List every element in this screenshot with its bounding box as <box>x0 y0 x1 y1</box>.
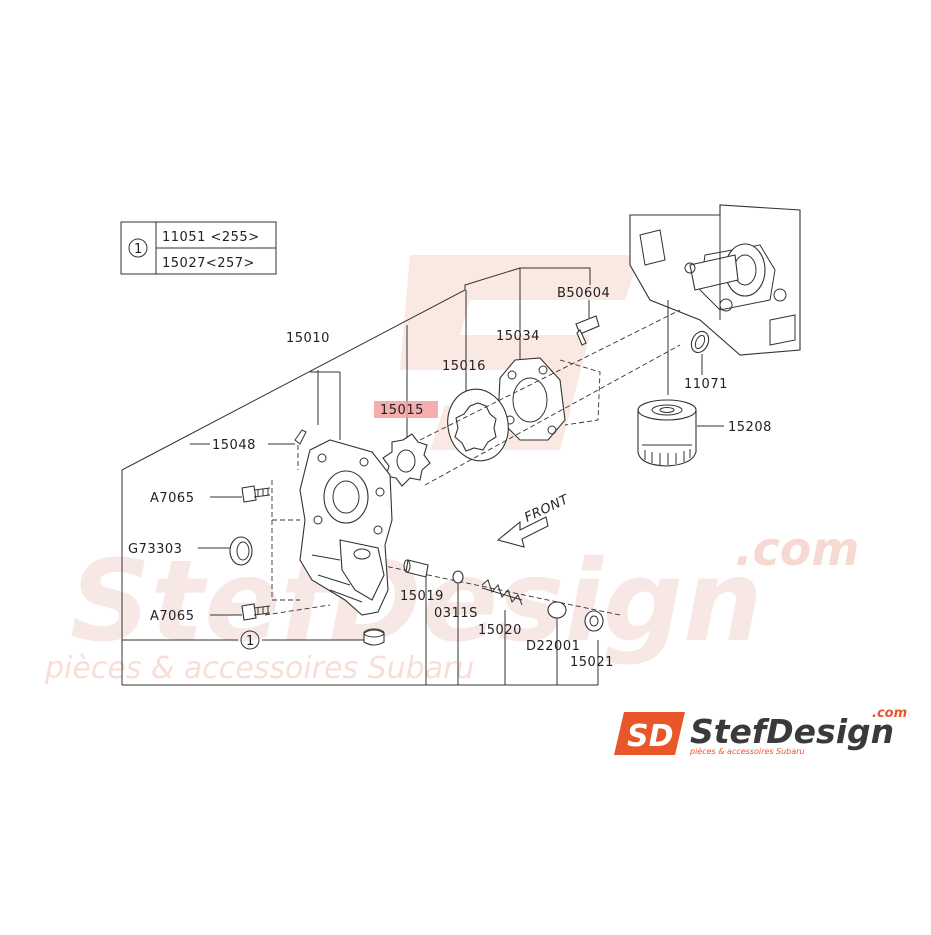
label-0311s: 0311S <box>434 606 478 621</box>
oil-pump-body-15010 <box>294 429 393 616</box>
label-15020: 15020 <box>478 623 522 638</box>
label-a7065-lower: A7065 <box>150 609 194 624</box>
seal-g73303 <box>229 536 253 566</box>
marker-circle-bottom <box>240 630 260 650</box>
highlight-15015 <box>374 401 438 418</box>
label-15019: 15019 <box>400 589 444 604</box>
assembly-frame <box>121 267 599 686</box>
label-15048: 15048 <box>212 438 256 453</box>
watermark-dotcom: .com <box>735 522 859 576</box>
label-15015: 15015 <box>380 403 424 418</box>
label-15208: 15208 <box>728 420 772 435</box>
logo-brand: StefDesign <box>690 712 894 751</box>
label-15016: 15016 <box>442 359 486 374</box>
label-15034: 15034 <box>496 329 540 344</box>
bolt-a7065-upper <box>241 485 271 503</box>
reference-row-2: 15027<257> <box>162 256 255 271</box>
watermark-brand: StefDesign <box>70 537 763 667</box>
washer-0311s <box>452 570 464 685</box>
logo-tagline: pièces & accessoires Subaru <box>689 746 805 756</box>
bolt-b50604 <box>575 300 600 346</box>
outer-rotor-15016 <box>447 388 509 462</box>
inner-rotor-15015 <box>382 433 431 487</box>
bolt-a7065-lower <box>241 603 271 621</box>
engine-block <box>629 204 801 395</box>
drain-plug <box>363 628 385 646</box>
gasket-d22001 <box>547 601 567 685</box>
brand-logo: SD StefDesign .com pièces & accessoires … <box>614 706 907 756</box>
logo-mark-text: SD <box>627 719 674 754</box>
oring-11071 <box>690 330 710 375</box>
plug-15021 <box>584 610 604 632</box>
label-15010: 15010 <box>286 331 330 346</box>
relief-valve-15019 <box>403 559 429 685</box>
logo-dotcom: .com <box>872 706 907 721</box>
spring-15020 <box>481 579 523 685</box>
reference-row-1: 11051 <255> <box>162 230 260 245</box>
label-b50604: B50604 <box>557 286 610 301</box>
leader-lines <box>122 443 364 641</box>
label-a7065-upper: A7065 <box>150 491 194 506</box>
cover-plate-15034 <box>497 357 601 441</box>
watermark: StefDesign .com pièces & accessoires Sub… <box>44 255 859 686</box>
callout-labels: 15010 15015 15016 15034 B50604 11071 152… <box>128 286 772 670</box>
marker-bottom: 1 <box>246 634 255 649</box>
label-d22001: D22001 <box>526 639 580 654</box>
reference-marker: 1 <box>134 242 143 257</box>
label-g73303: G73303 <box>128 542 182 557</box>
logo-mark <box>614 712 685 755</box>
reference-table: 1 11051 <255> 15027<257> <box>120 221 277 275</box>
watermark-tagline: pièces & accessoires Subaru <box>44 651 474 686</box>
label-15021: 15021 <box>570 655 614 670</box>
label-11071: 11071 <box>684 377 728 392</box>
oil-filter-15208 <box>637 399 724 467</box>
